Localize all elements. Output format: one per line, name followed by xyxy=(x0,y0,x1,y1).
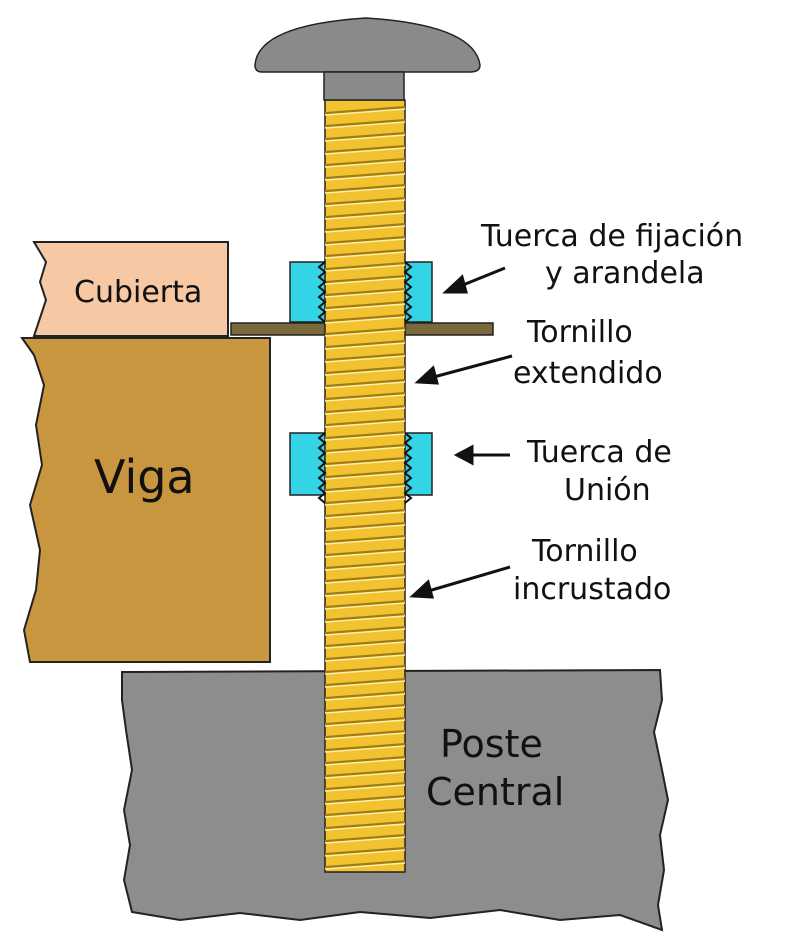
thread-highlight xyxy=(324,485,406,493)
thread-highlight xyxy=(324,329,406,337)
label-tuerca-fijacion-1: Tuerca de fijación xyxy=(480,219,743,254)
thread-highlight xyxy=(324,576,406,584)
thread-highlight xyxy=(324,511,406,519)
label-tornillo-extendido-1: Tornillo xyxy=(526,315,633,350)
thread-highlight xyxy=(324,615,406,623)
nut-thread-edge xyxy=(317,261,327,323)
thread-highlight xyxy=(324,238,406,246)
thread-highlight xyxy=(324,433,406,441)
thread-highlight xyxy=(324,823,406,831)
thread-highlight xyxy=(324,758,406,766)
thread-highlight xyxy=(324,121,406,129)
thread-highlight xyxy=(324,732,406,740)
thread-highlight xyxy=(324,459,406,467)
label-tornillo-incrustado-1: Tornillo xyxy=(531,534,638,569)
thread-highlight xyxy=(324,745,406,753)
bolt-head xyxy=(254,17,481,73)
thread-highlight xyxy=(324,706,406,714)
thread-highlight xyxy=(324,563,406,571)
thread-highlight xyxy=(324,862,406,870)
thread-highlight xyxy=(324,784,406,792)
thread-highlight xyxy=(324,810,406,818)
cubierta-block xyxy=(32,241,229,337)
arrow-tuerca-union xyxy=(453,444,510,466)
nut-thread-edge xyxy=(403,432,413,504)
bolt-neck xyxy=(323,71,405,101)
thread-highlight xyxy=(324,602,406,610)
thread-highlight xyxy=(324,394,406,402)
thread-highlight xyxy=(324,550,406,558)
arrow-tornillo-incrustado xyxy=(409,565,511,599)
thread-highlight xyxy=(324,407,406,415)
thread-highlight xyxy=(324,797,406,805)
thread-highlight xyxy=(324,849,406,857)
thread-highlight xyxy=(324,836,406,844)
thread-highlight xyxy=(324,199,406,207)
thread-highlight xyxy=(324,719,406,727)
thread-highlight xyxy=(324,225,406,233)
thread-highlight xyxy=(324,589,406,597)
thread-highlight xyxy=(324,667,406,675)
thread-highlight xyxy=(324,303,406,311)
thread-highlight xyxy=(324,147,406,155)
nut-thread-edge xyxy=(403,261,413,323)
viga-block xyxy=(20,337,271,663)
thread-highlight xyxy=(324,264,406,272)
arrow-tornillo-extendido xyxy=(414,354,513,385)
label-tornillo-incrustado-2: incrustado xyxy=(513,572,671,607)
thread-highlight xyxy=(324,277,406,285)
thread-highlight xyxy=(324,316,406,324)
thread-highlight xyxy=(324,693,406,701)
thread-highlight xyxy=(324,251,406,259)
thread-highlight xyxy=(324,420,406,428)
thread-highlight xyxy=(324,368,406,376)
thread-highlight xyxy=(324,160,406,168)
thread-highlight xyxy=(324,472,406,480)
thread-highlight xyxy=(324,342,406,350)
thread-highlight xyxy=(324,446,406,454)
label-tuerca-fijacion-2: y arandela xyxy=(545,256,705,291)
nut-thread-edge xyxy=(317,432,327,504)
thread-highlight xyxy=(324,212,406,220)
thread-highlight xyxy=(324,355,406,363)
thread-highlight xyxy=(324,381,406,389)
thread-highlight xyxy=(324,771,406,779)
label-tuerca-union-1: Tuerca de xyxy=(526,435,672,470)
arrow-tuerca-fijacion xyxy=(442,266,506,294)
label-viga: Viga xyxy=(94,450,195,504)
label-central: Central xyxy=(426,770,564,814)
thread-highlight xyxy=(324,654,406,662)
thread-highlight xyxy=(324,524,406,532)
thread-highlight xyxy=(324,108,406,116)
label-cubierta: Cubierta xyxy=(74,275,202,310)
thread-highlight xyxy=(324,134,406,142)
label-tornillo-extendido-2: extendido xyxy=(513,356,663,391)
bolt-threads xyxy=(317,106,413,870)
thread-highlight xyxy=(324,498,406,506)
thread-highlight xyxy=(324,290,406,298)
label-poste: Poste xyxy=(440,722,543,766)
label-tuerca-union-2: Unión xyxy=(564,473,651,508)
thread-highlight xyxy=(324,680,406,688)
thread-highlight xyxy=(324,628,406,636)
thread-highlight xyxy=(324,641,406,649)
thread-highlight xyxy=(324,537,406,545)
thread-highlight xyxy=(324,186,406,194)
thread-highlight xyxy=(324,173,406,181)
